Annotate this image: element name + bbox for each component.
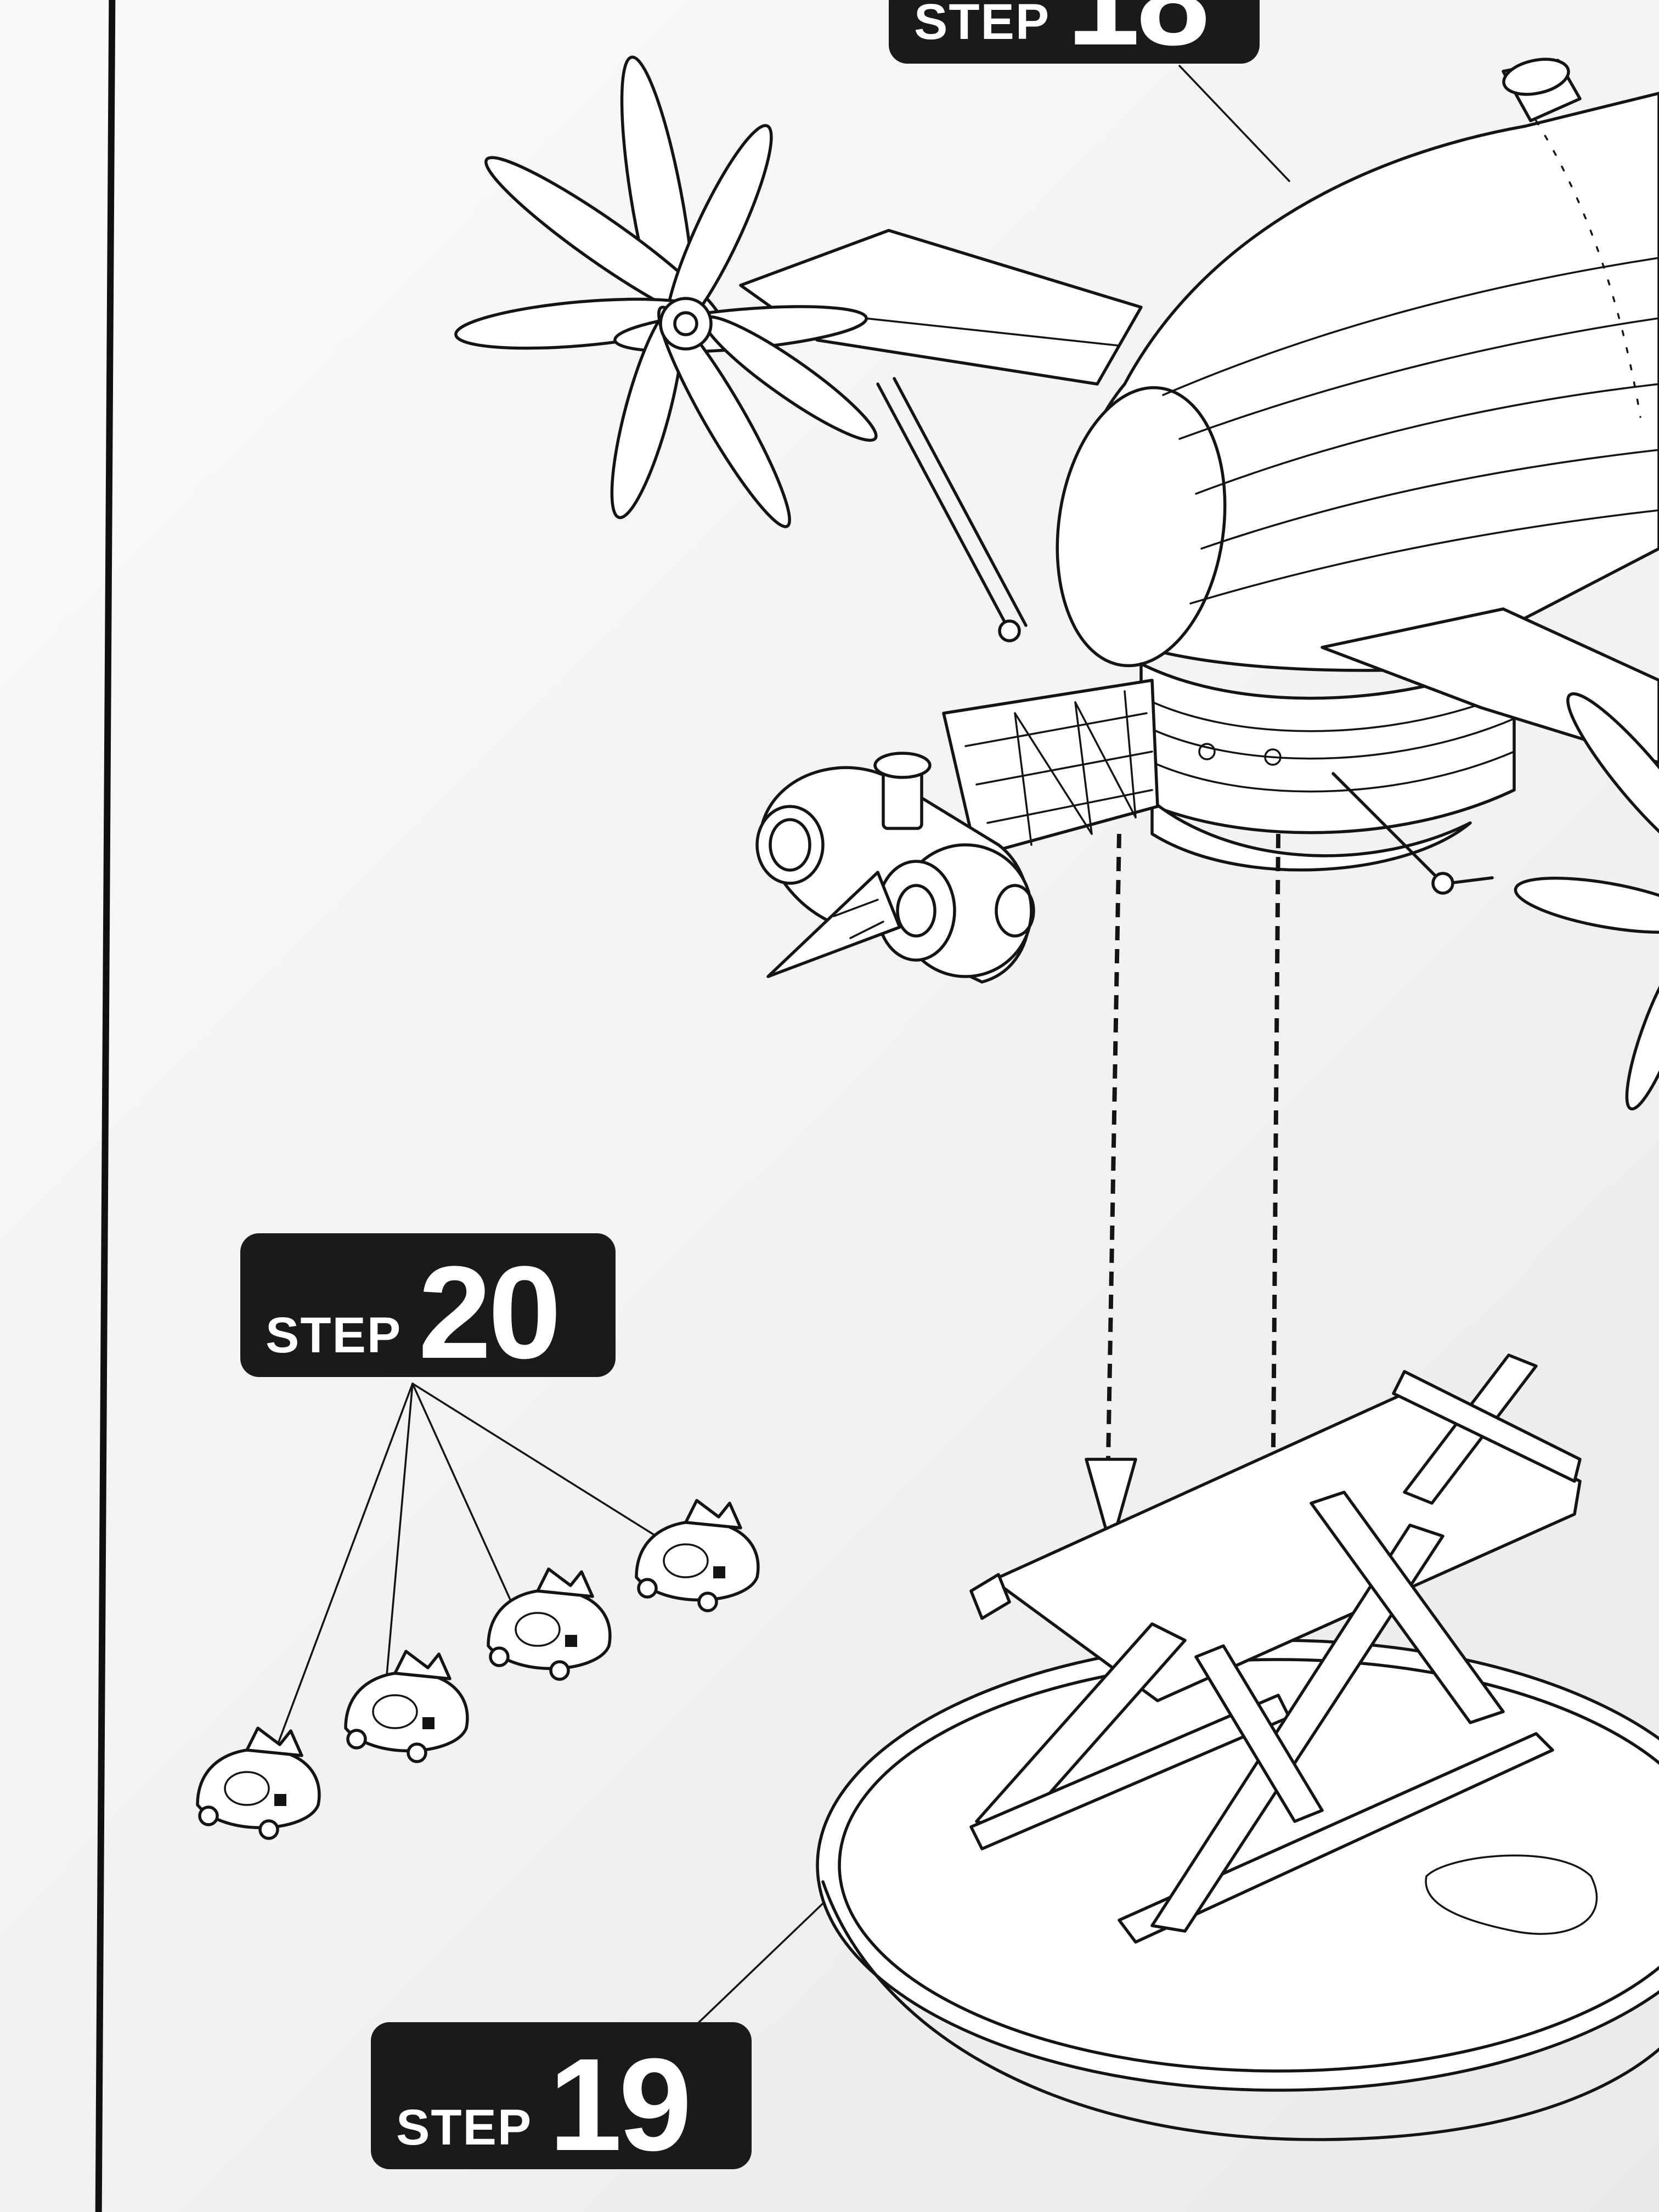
step-20-word: STEP xyxy=(266,1307,402,1363)
step-18-leader xyxy=(1178,65,1290,182)
step-20-leader-1 xyxy=(262,1383,414,1784)
step-20-leader-4 xyxy=(411,1383,670,1545)
nose-cone xyxy=(766,871,901,978)
gondola xyxy=(1139,657,1516,834)
figure-part-1 xyxy=(196,1726,321,1840)
leader-lines xyxy=(262,65,1290,2025)
envelope-nose xyxy=(1056,386,1227,668)
figure-part-2 xyxy=(344,1650,469,1763)
display-stand xyxy=(816,1353,1659,2141)
figure-parts xyxy=(196,1499,760,1840)
figure-part-4 xyxy=(635,1499,760,1612)
step-19-number: 19 xyxy=(549,2031,692,2178)
step-20-badge: STEP 20 xyxy=(240,1233,616,1386)
airship-assembly xyxy=(454,55,1659,1111)
step-19-badge: STEP 19 xyxy=(371,2022,752,2178)
step-19-leader xyxy=(696,1897,830,2025)
step-20-number: 20 xyxy=(418,1239,561,1386)
left-propeller xyxy=(454,55,878,528)
step-18-badge: STEP 18 xyxy=(889,0,1260,65)
step-18-number: 18 xyxy=(1066,0,1210,65)
step-18-word: STEP xyxy=(914,0,1051,50)
figure-part-3 xyxy=(487,1567,612,1681)
stand-label-area xyxy=(1425,1854,1598,1935)
step-20-leader-2 xyxy=(383,1383,414,1707)
step-19-word: STEP xyxy=(396,2100,533,2155)
engine-pod xyxy=(755,752,1035,984)
top-vent xyxy=(1502,58,1570,96)
step-20-leader-3 xyxy=(411,1383,522,1625)
